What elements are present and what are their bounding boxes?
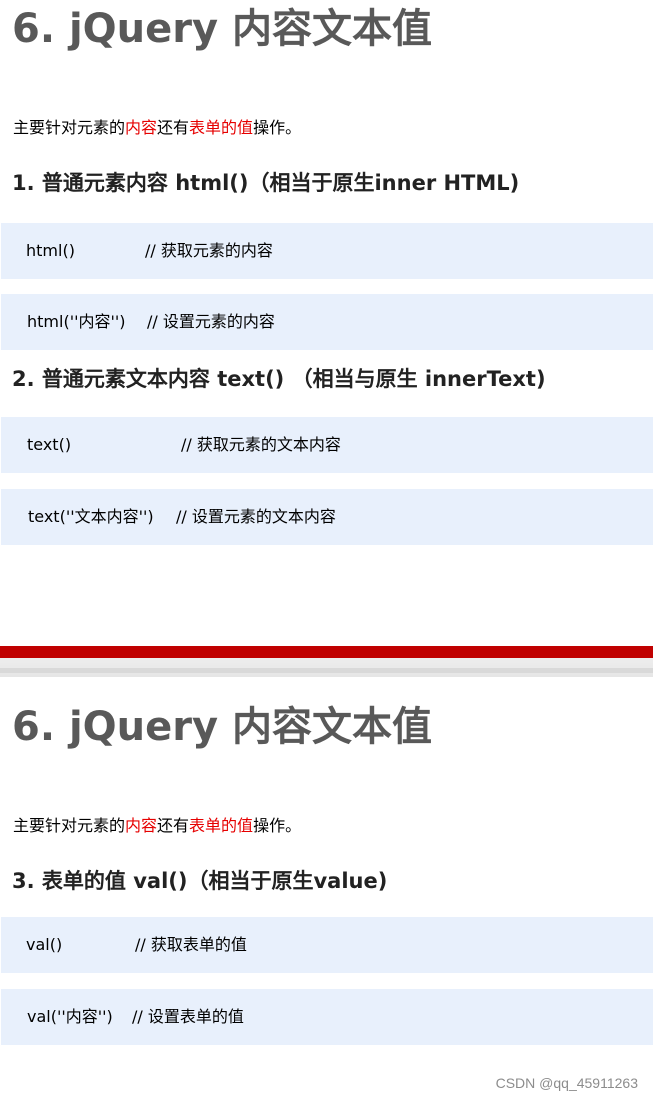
code-block-text-set: text(''文本内容'') // 设置元素的文本内容 [1, 489, 653, 545]
section-heading-val: 3. 表单的值 val()（相当于原生value) [12, 869, 388, 893]
slide-1: 6. jQuery 内容文本值 主要针对元素的内容还有表单的值操作。 1. 普通… [1, 6, 653, 545]
code-call: text(''文本内容'') [28, 507, 154, 526]
code-call: val(''内容'') [27, 1007, 113, 1026]
code-call: html(''内容'') [27, 312, 126, 331]
code-block-html-set: html(''内容'') // 设置元素的内容 [1, 294, 653, 350]
code-block-text-get: text() // 获取元素的文本内容 [1, 417, 653, 473]
divider-grey-line [0, 668, 653, 673]
intro-suffix: 操作。 [253, 118, 302, 137]
code-call: html() [26, 241, 75, 260]
code-comment: // 获取元素的文本内容 [181, 435, 341, 454]
intro-highlight-form-value: 表单的值 [189, 816, 254, 835]
page-title: 6. jQuery 内容文本值 [12, 704, 432, 750]
page-title: 6. jQuery 内容文本值 [12, 6, 432, 52]
code-call: val() [26, 935, 63, 954]
code-call: text() [27, 435, 72, 454]
intro-suffix: 操作。 [253, 816, 302, 835]
code-comment: // 设置元素的内容 [147, 312, 275, 331]
intro-highlight-content: 内容 [125, 816, 158, 835]
slide-2: 6. jQuery 内容文本值 主要针对元素的内容还有表单的值操作。 3. 表单… [0, 677, 653, 1101]
code-comment: // 获取表单的值 [135, 935, 247, 954]
intro-prefix: 主要针对元素的 [13, 118, 126, 137]
divider-red-band [0, 646, 653, 658]
code-comment: // 设置表单的值 [132, 1007, 244, 1026]
section-heading-html: 1. 普通元素内容 html()（相当于原生inner HTML) [12, 171, 520, 195]
slide-divider [0, 646, 653, 677]
intro-text: 主要针对元素的内容还有表单的值操作。 [13, 815, 301, 837]
intro-middle: 还有 [157, 816, 190, 835]
intro-prefix: 主要针对元素的 [13, 816, 126, 835]
code-block-val-set: val(''内容'') // 设置表单的值 [1, 989, 653, 1045]
section-heading-text: 2. 普通元素文本内容 text() （相当与原生 innerText) [12, 367, 546, 391]
intro-text: 主要针对元素的内容还有表单的值操作。 [13, 117, 301, 139]
code-block-html-get: html() // 获取元素的内容 [1, 223, 653, 279]
code-comment: // 设置元素的文本内容 [176, 507, 336, 526]
intro-highlight-content: 内容 [125, 118, 158, 137]
intro-highlight-form-value: 表单的值 [189, 118, 254, 137]
code-block-val-get: val() // 获取表单的值 [1, 917, 653, 973]
csdn-watermark: CSDN @qq_45911263 [495, 1075, 638, 1091]
code-comment: // 获取元素的内容 [145, 241, 273, 260]
intro-middle: 还有 [157, 118, 190, 137]
